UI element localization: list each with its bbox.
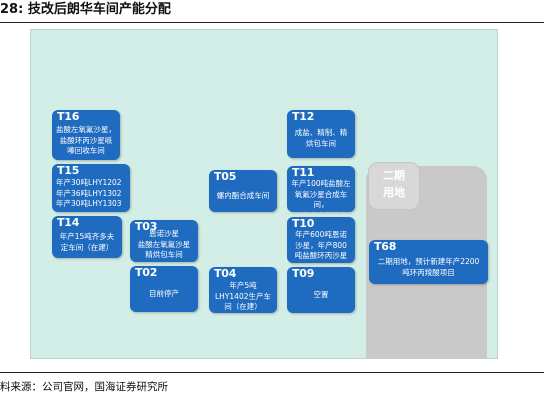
workshop-desc: 年产5吨 LHY1402生产车 间（在建） bbox=[215, 281, 271, 311]
workshop-desc: 恩诺沙星 盐酸左氧氟沙星 精烘包车间 bbox=[137, 229, 191, 259]
workshop-code: T11 bbox=[292, 166, 315, 179]
workshop-t11: T11 年产100吨盐酸左 氧氟沙星合成车间， 齐多夫定精烘包 bbox=[287, 166, 355, 212]
workshop-desc: 盐酸左氧氟沙星， 盐酸环丙沙星哌 嗪回收车间 bbox=[56, 125, 116, 155]
workshop-t10: T10 年产600吨恩诺 沙星，年产800 吨盐酸环丙沙星 bbox=[287, 217, 355, 263]
workshop-desc: 螺内酯合成车间 bbox=[216, 191, 270, 200]
workshop-t05: T05 螺内酯合成车间 bbox=[209, 170, 277, 212]
workshop-desc: 成盐、精制、精 烘包车间 bbox=[294, 128, 348, 148]
workshop-t68: T68 二期用地，预计新建年产2200 吨环丙羧酸项目 bbox=[369, 240, 488, 284]
workshop-code: T15 bbox=[57, 164, 80, 177]
workshop-t04: T04 年产5吨 LHY1402生产车 间（在建） bbox=[209, 267, 277, 313]
workshop-code: T14 bbox=[57, 216, 80, 229]
workshop-desc: 空置 bbox=[313, 290, 329, 299]
workshop-desc: 二期用地，预计新建年产2200 吨环丙羧酸项目 bbox=[377, 257, 480, 277]
workshop-t14: T14 年产15吨齐多夫 定车间（在建） bbox=[52, 216, 122, 258]
figure-title: 28: 技改后朗华车间产能分配 bbox=[0, 2, 171, 17]
workshop-t16: T16 盐酸左氧氟沙星， 盐酸环丙沙星哌 嗪回收车间 bbox=[52, 110, 120, 160]
phase2-label: 二期 用地 bbox=[368, 162, 420, 210]
workshop-desc: 年产30吨LHY1202 年产36吨LHY1302 年产30吨LHY1303 bbox=[56, 178, 122, 208]
workshop-desc: 年产600吨恩诺 沙星，年产800 吨盐酸环丙沙星 bbox=[294, 230, 348, 260]
workshop-desc: 年产15吨齐多夫 定车间（在建） bbox=[59, 232, 115, 252]
source-note: 料来源：公司官网，国海证券研究所 bbox=[0, 381, 168, 393]
workshop-t03: T03 恩诺沙星 盐酸左氧氟沙星 精烘包车间 bbox=[130, 220, 198, 262]
workshop-code: T68 bbox=[374, 240, 397, 253]
workshop-t02: T02 目前停产 bbox=[130, 266, 198, 312]
workshop-desc: 目前停产 bbox=[149, 289, 179, 298]
workshop-code: T12 bbox=[292, 110, 315, 123]
workshop-code: T09 bbox=[292, 267, 315, 280]
top-rule bbox=[0, 22, 544, 23]
workshop-t15: T15 年产30吨LHY1202 年产36吨LHY1302 年产30吨LHY13… bbox=[52, 164, 130, 212]
workshop-code: T04 bbox=[214, 267, 237, 280]
workshop-code: T05 bbox=[214, 170, 237, 183]
workshop-t09: T09 空置 bbox=[287, 267, 355, 313]
workshop-desc: 年产100吨盐酸左 氧氟沙星合成车间， 齐多夫定精烘包 bbox=[291, 179, 351, 212]
workshop-code: T16 bbox=[57, 110, 80, 123]
workshop-code: T02 bbox=[135, 266, 158, 279]
workshop-code: T10 bbox=[292, 217, 315, 230]
bottom-rule bbox=[0, 372, 544, 373]
workshop-t12: T12 成盐、精制、精 烘包车间 bbox=[287, 110, 355, 158]
workshop-code: T03 bbox=[135, 220, 158, 233]
